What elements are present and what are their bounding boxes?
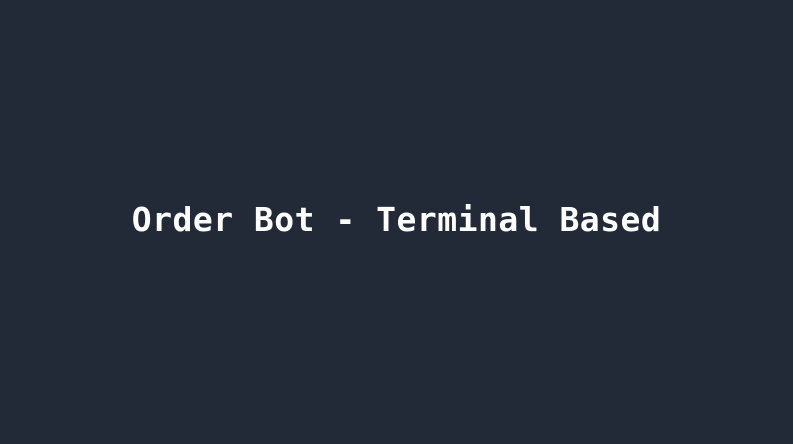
page-title: Order Bot - Terminal Based [131,199,662,239]
